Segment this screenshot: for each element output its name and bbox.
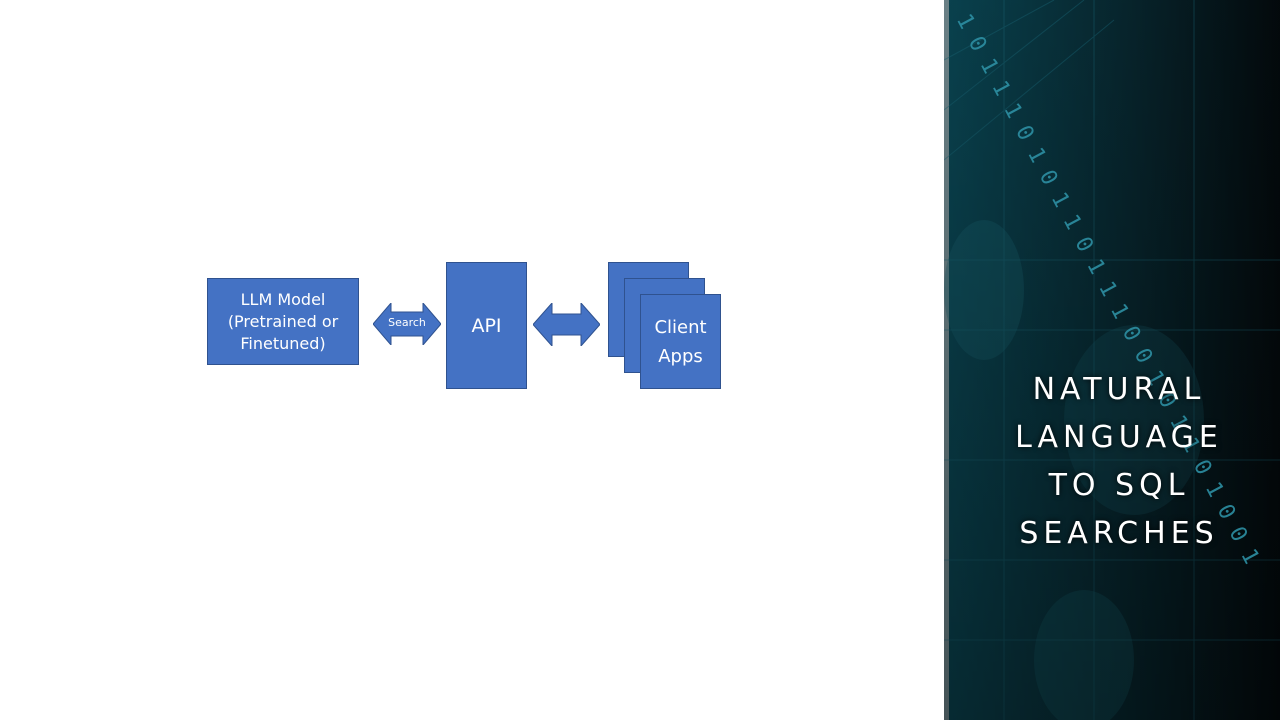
client-app-card-front: Client Apps [640,294,721,389]
search-arrow-label: Search [388,316,426,329]
client-apps-label-line2: Apps [658,345,703,367]
client-apps-label-line1: Client [654,316,707,338]
llm-model-label-line3: Finetuned) [240,333,326,353]
llm-model-label-line2: (Pretrained or [227,311,339,331]
title-line-2: LANGUAGE [1015,420,1223,455]
title-panel-background [944,0,1280,720]
api-label: API [471,314,502,337]
api-client-double-arrow [533,303,600,346]
title-line-1: NATURAL [1032,372,1206,407]
title-line-4: SEARCHES [1019,516,1219,551]
client-apps-stack: Client Apps [608,262,722,389]
title-line-3: TO SQL [1048,468,1190,503]
llm-model-box: LLM Model (Pretrained or Finetuned) [207,278,359,365]
slide-title: NATURAL LANGUAGE TO SQL SEARCHES [944,366,1280,558]
search-double-arrow [373,303,441,345]
api-box: API [446,262,527,389]
llm-model-label-line1: LLM Model [240,289,326,309]
